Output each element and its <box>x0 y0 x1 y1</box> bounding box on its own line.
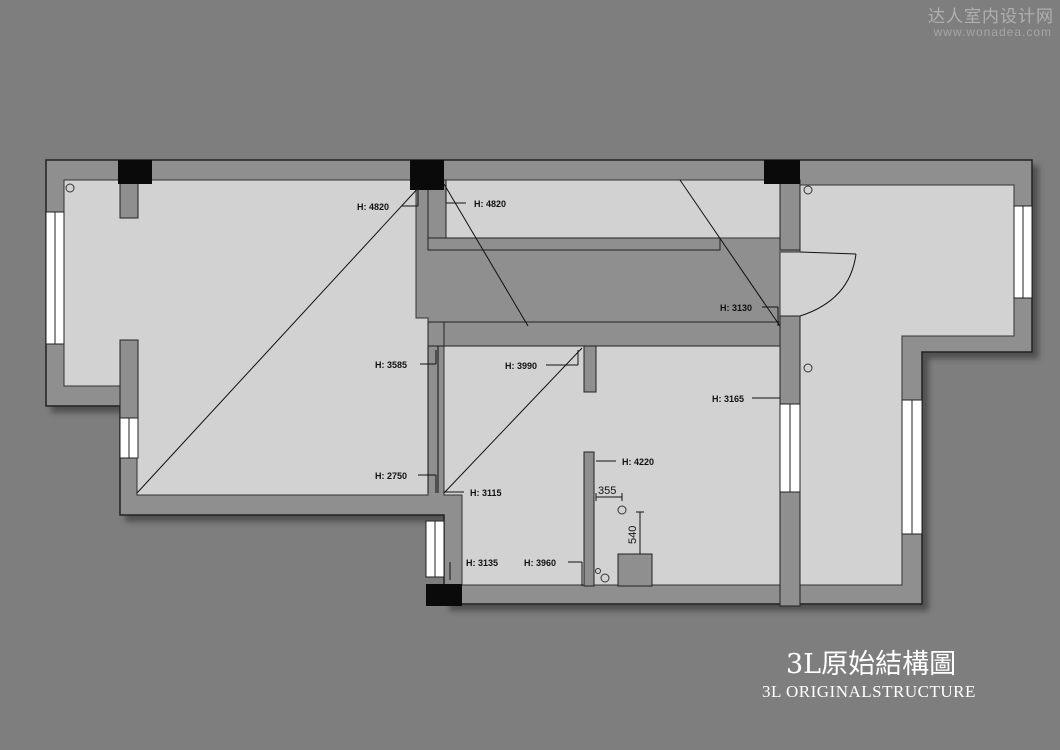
columns <box>118 160 800 606</box>
wall-right-stub <box>779 179 801 251</box>
column-1 <box>118 160 152 184</box>
height-label: H: 3135 <box>466 558 498 568</box>
column-4 <box>426 584 462 606</box>
wall-stub-top <box>583 345 597 393</box>
height-label: H: 2750 <box>375 471 407 481</box>
column-3 <box>764 160 800 184</box>
height-label: H: 3165 <box>712 394 744 404</box>
top-right-floor <box>779 184 1015 586</box>
beam-lines <box>136 179 781 494</box>
height-label: H: 3115 <box>470 488 502 498</box>
column-2 <box>410 160 444 190</box>
wall-partition <box>583 451 595 587</box>
wall-bedroom-left <box>427 321 445 347</box>
watermark-url: www.wonadea.com <box>933 25 1052 39</box>
height-label: H: 3960 <box>524 558 556 568</box>
dimension-marks <box>595 493 644 554</box>
wall-left-stub <box>119 179 139 219</box>
living-room-floor <box>63 179 429 496</box>
height-labels: H: 4820 H: 4820 H: 3130 H: 3585 H: 3990 … <box>357 199 752 568</box>
wall-left-column <box>119 339 139 421</box>
wall-bathroom-box <box>617 553 653 587</box>
window-bedroom-right <box>779 403 801 493</box>
pipe-icon <box>65 183 75 193</box>
wall-corridor-bottom <box>427 237 721 251</box>
window-right-lower <box>901 399 923 535</box>
window-left-lower <box>119 417 139 459</box>
height-label: H: 3130 <box>720 303 752 313</box>
height-label: H: 3585 <box>375 360 407 370</box>
window-far-right <box>1013 205 1033 299</box>
leader-lines <box>402 186 780 586</box>
pipe-icon <box>803 185 813 195</box>
pipe-icon <box>595 568 601 574</box>
dimension-355: 355 <box>598 485 616 497</box>
pipe-icon <box>803 363 813 373</box>
height-label: H: 4220 <box>622 457 654 467</box>
bedroom-floor <box>443 345 781 586</box>
window-bottom <box>425 520 445 578</box>
dimension-540: 540 <box>627 526 639 544</box>
door <box>799 251 857 317</box>
height-label: H: 3990 <box>505 361 537 371</box>
plan-title-english: 3L ORIGINALSTRUCTURE <box>762 682 976 701</box>
window-left <box>45 211 65 345</box>
height-label: H: 4820 <box>474 199 506 209</box>
corridor-floor <box>445 179 781 239</box>
plan-title-chinese: 3L原始結構圖 <box>786 649 957 680</box>
watermark-title: 达人室内设计网 <box>928 7 1054 27</box>
pipe-icon <box>600 573 610 583</box>
interior-walls <box>119 179 801 607</box>
windows <box>45 205 1033 578</box>
wall-bedroom-top <box>427 321 801 347</box>
pipes <box>65 183 813 583</box>
pipe-icon <box>617 505 627 515</box>
height-label: H: 4820 <box>357 202 389 212</box>
